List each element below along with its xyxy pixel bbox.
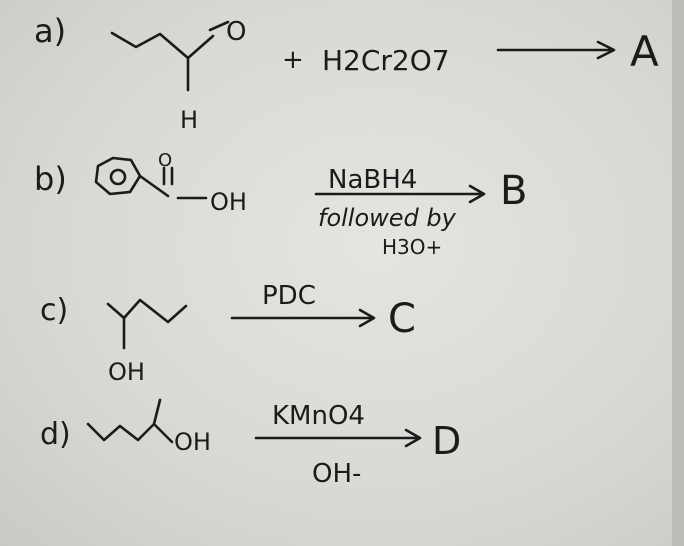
reagent-b-bottom2: H3O+ bbox=[382, 235, 442, 259]
label-a: a) bbox=[34, 12, 66, 50]
branch-bond-d bbox=[152, 398, 162, 426]
reaction-d: d) OH KMnO4 OH- D bbox=[40, 398, 461, 489]
atom-o-b: O bbox=[158, 150, 172, 171]
reagent-d-bottom: OH- bbox=[312, 459, 361, 489]
arrow-c bbox=[230, 308, 376, 328]
reagent-b-top: NaBH4 bbox=[328, 165, 417, 195]
carboxyl-double-bond bbox=[162, 166, 174, 186]
reagent-c-top: PDC bbox=[262, 281, 316, 311]
arrow-a bbox=[496, 40, 616, 60]
reaction-c: c) OH PDC C bbox=[40, 281, 416, 386]
product-b: B bbox=[500, 168, 527, 214]
atom-oh-c: OH bbox=[108, 358, 145, 386]
alcohol-chain-d bbox=[86, 422, 174, 444]
reagent-b-bottom: followed by bbox=[318, 204, 457, 232]
atom-oh-b: OH bbox=[210, 188, 247, 216]
product-c: C bbox=[388, 296, 416, 342]
paper-edge bbox=[672, 0, 684, 546]
alcohol-chain-c bbox=[106, 298, 188, 324]
atom-oh-d: OH bbox=[174, 428, 211, 456]
label-b: b) bbox=[34, 160, 67, 198]
reagent-d-top: KMnO4 bbox=[272, 401, 365, 431]
reaction-b: b) O OH NaBH4 followed by H3O+ B bbox=[34, 150, 527, 259]
label-c: c) bbox=[40, 293, 68, 328]
product-a: A bbox=[630, 27, 659, 76]
reaction-a: a) O H + H2Cr2O7 A bbox=[34, 12, 659, 134]
reagent-a: H2Cr2O7 bbox=[322, 44, 450, 77]
benzene-inner-circle bbox=[109, 168, 127, 186]
product-d: D bbox=[432, 419, 461, 463]
benzene-ring bbox=[94, 156, 142, 196]
atom-h-a: H bbox=[180, 106, 198, 134]
atom-o-a: O bbox=[226, 17, 246, 47]
arrow-b bbox=[314, 184, 486, 204]
aldehyde-chain bbox=[110, 31, 215, 60]
label-d: d) bbox=[40, 417, 71, 452]
carbonyl-double-bond bbox=[208, 20, 230, 32]
ring-carbonyl-bond bbox=[138, 174, 170, 198]
arrow-d bbox=[254, 428, 422, 448]
plus-sign: + bbox=[282, 45, 304, 75]
